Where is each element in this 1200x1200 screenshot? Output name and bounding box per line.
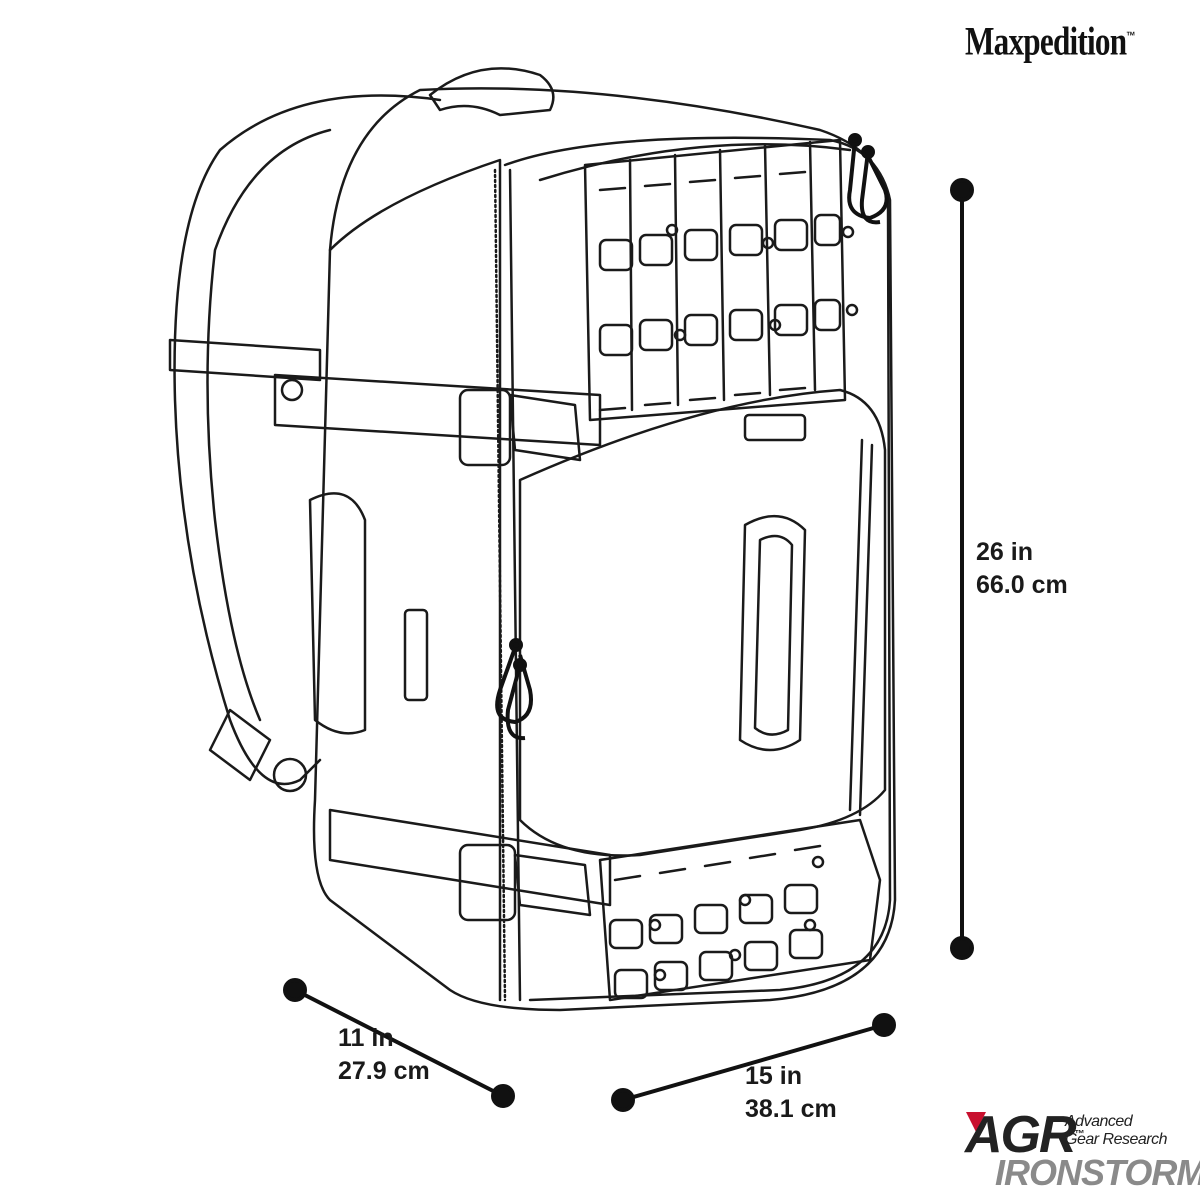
width-metric: 38.1 cm [745,1095,837,1123]
height-imperial: 26 in [976,538,1033,566]
pocket-zipper [848,438,864,812]
brand-name: Maxpedition [965,18,1127,64]
height-metric: 66.0 cm [976,571,1068,599]
agr-trademark: ™ [1074,1129,1085,1140]
brand-trademark: ™ [1126,29,1135,43]
width-dimension-label: 15 in 38.1 cm [745,1060,837,1126]
depth-imperial: 11 in [338,1024,394,1052]
agr-line-2: Gear Research [1065,1131,1168,1148]
product-name-logo: IRONSTORM™ [995,1150,1200,1193]
agr-accent-mark [966,1112,986,1132]
width-imperial: 15 in [745,1062,802,1090]
agr-mark-text: AGR [965,1106,1077,1164]
height-dimension-label: 26 in 66.0 cm [976,536,1068,602]
side-handle [308,492,367,735]
agr-line-1: Advanced [1065,1113,1133,1130]
product-name: IRONSTORM [995,1152,1200,1193]
zipper-pulls [495,133,889,741]
upper-molle-panel [583,138,859,422]
front-panel [503,136,892,1002]
depth-dimension-label: 11 in 27.9 cm [338,1022,430,1088]
agr-logo: AGR™ Advanced Gear Research [965,1105,1185,1165]
lower-molle-panel [598,818,882,1002]
main-zipper [493,168,507,1002]
front-pocket [518,388,887,857]
brand-logo: Maxpedition™ [965,6,1136,66]
width-dimension-line [621,1023,886,1102]
pocket-handle [738,514,807,752]
top-handle [428,67,555,117]
depth-dimension-line [293,988,505,1098]
side-panel [328,158,502,1002]
dimension-lines [283,178,974,1112]
lower-compression-strap [328,808,612,907]
upper-compression-strap [273,373,602,447]
shoulder-strap [173,94,442,786]
depth-metric: 27.9 cm [338,1057,430,1085]
